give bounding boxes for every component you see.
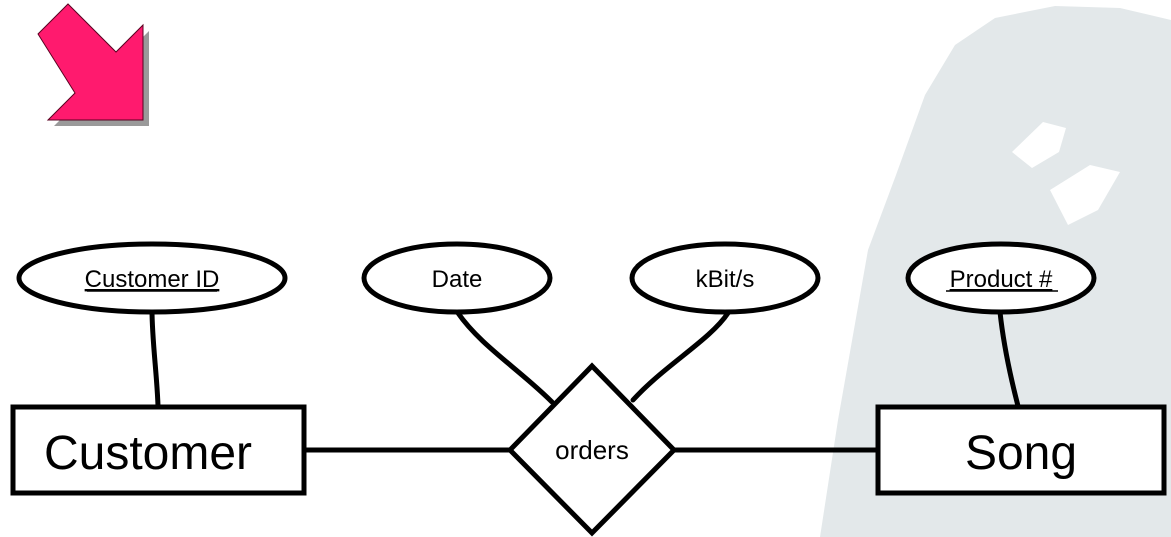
relationship-orders: orders: [506, 362, 678, 537]
entity-box: [875, 404, 1167, 496]
relationship-label: orders: [555, 435, 629, 465]
entity-label: Customer: [44, 427, 252, 480]
attribute-ellipse: [16, 241, 288, 315]
line-product-song: [997, 309, 1021, 409]
pointer-arrow: [37, 3, 149, 126]
line-kbits-orders: [630, 310, 731, 403]
attribute-ellipse: [361, 241, 553, 315]
entity-box: [10, 404, 307, 496]
entity-customer: Customer: [10, 404, 307, 496]
attribute-ellipse: [905, 241, 1097, 315]
entity-song: Song: [875, 404, 1167, 496]
silhouette-hand: [1012, 122, 1066, 168]
attribute-label: Product #: [950, 266, 1053, 293]
attribute-customer-id: Customer ID: [16, 241, 288, 315]
attribute-date: Date: [361, 241, 553, 315]
attribute-label: Date: [432, 266, 483, 293]
attribute-ellipse: [629, 241, 821, 315]
attribute-label: kBit/s: [696, 266, 755, 293]
silhouette-chin-gap: [1050, 165, 1120, 225]
attribute-product: Product #: [905, 241, 1097, 315]
line-customerid-customer: [149, 307, 161, 409]
entity-label: Song: [965, 427, 1077, 480]
line-date-orders: [455, 310, 555, 405]
connector-lines: [149, 307, 1021, 453]
attribute-label: Customer ID: [85, 266, 220, 293]
arrow-shape: [37, 3, 144, 121]
attribute-kbits: kBit/s: [629, 241, 821, 315]
relationship-diamond: [506, 362, 678, 537]
